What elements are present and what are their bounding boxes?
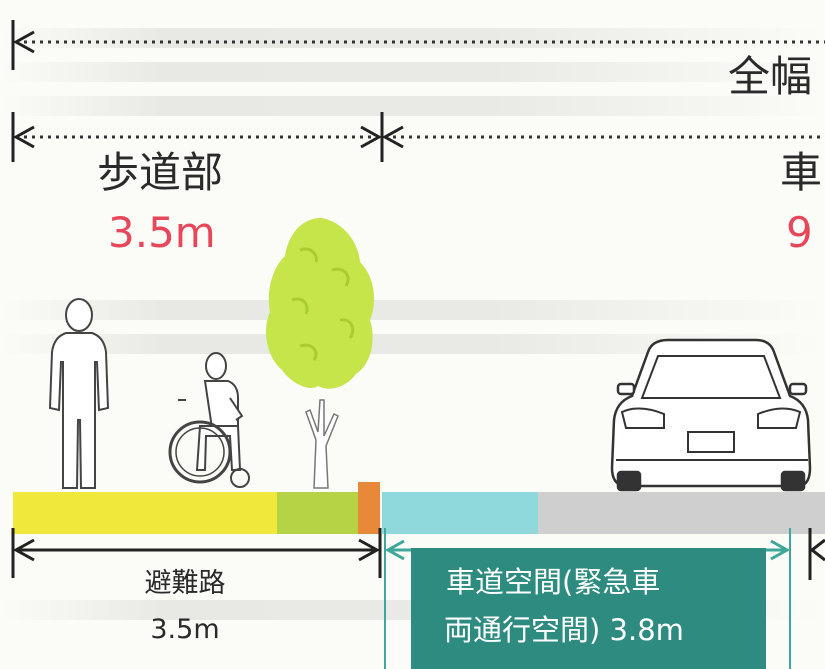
background-bleed-band (0, 334, 825, 354)
car-icon (610, 338, 812, 492)
evac-route-dimension (11, 528, 382, 578)
ground-strips (13, 482, 825, 534)
total-width-dimension (11, 20, 825, 70)
planting-strip (277, 492, 358, 534)
total-width-label: 全幅 (728, 52, 813, 101)
evac-route-label: 避難路 (144, 568, 226, 599)
standing-person-icon (48, 298, 110, 489)
roadway-space-box (411, 548, 766, 669)
sidewalk-width-value: 3.5m (108, 208, 216, 257)
roadway-width-dimension (381, 125, 825, 149)
roadway-label: 車 (780, 148, 823, 197)
roadway-width-value: 9 (786, 208, 813, 257)
evac-route-width: 3.5m (150, 614, 220, 645)
background-bleed-band (0, 96, 825, 116)
background-bleed-band (0, 62, 825, 82)
tree-icon (266, 218, 375, 489)
emergency-lane-strip (382, 492, 538, 534)
curb-strip (358, 482, 380, 534)
wheelchair-user-icon (168, 352, 250, 488)
roadway-space-line1: 車道空間(緊急車 (446, 565, 661, 599)
roadway-strip (538, 492, 825, 534)
background-bleed-band (0, 300, 825, 320)
roadway-space-line2: 両通行空間) 3.8m (444, 613, 684, 647)
walkway-strip (13, 492, 277, 534)
sidewalk-label: 歩道部 (97, 148, 224, 197)
